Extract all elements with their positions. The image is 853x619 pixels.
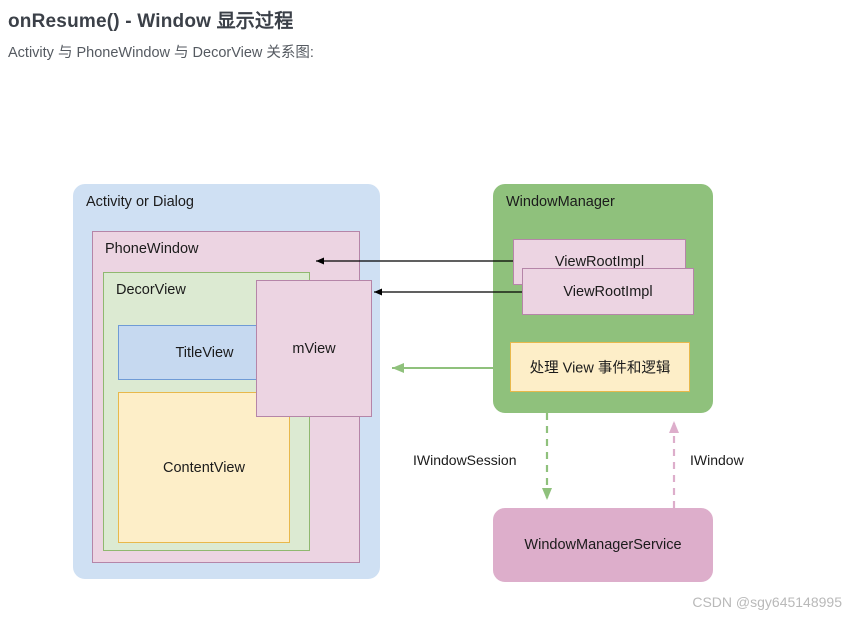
viewrootimpl-label-back: ViewRootImpl: [554, 254, 645, 270]
page-subtitle: Activity 与 PhoneWindow 与 DecorView 关系图:: [8, 45, 314, 61]
mview-box: mView: [256, 280, 372, 417]
csdn-watermark: CSDN @sgy645148995: [692, 594, 842, 610]
decorview-label: DecorView: [116, 282, 186, 298]
view-event-handler-box: 处理 View 事件和逻辑: [510, 342, 690, 392]
phonewindow-label: PhoneWindow: [105, 241, 199, 257]
contentview-label: ContentView: [163, 459, 245, 476]
iwindow-edge-label: IWindow: [690, 452, 744, 468]
viewrootimpl-box-front: ViewRootImpl: [522, 268, 694, 315]
iwindowsession-edge-label: IWindowSession: [413, 452, 517, 468]
titleview-label: TitleView: [175, 344, 234, 361]
mview-label: mView: [292, 340, 336, 357]
view-event-handler-label: 处理 View 事件和逻辑: [529, 360, 671, 377]
contentview-box: ContentView: [118, 392, 290, 543]
viewrootimpl-label-front: ViewRootImpl: [563, 283, 653, 300]
windowmanager-label: WindowManager: [506, 194, 615, 210]
windowmanagerservice-label: WindowManagerService: [524, 537, 682, 553]
page-title: onResume() - Window 显示过程: [8, 11, 294, 32]
windowmanagerservice-box: WindowManagerService: [493, 508, 713, 582]
activity-or-dialog-label: Activity or Dialog: [86, 194, 194, 210]
